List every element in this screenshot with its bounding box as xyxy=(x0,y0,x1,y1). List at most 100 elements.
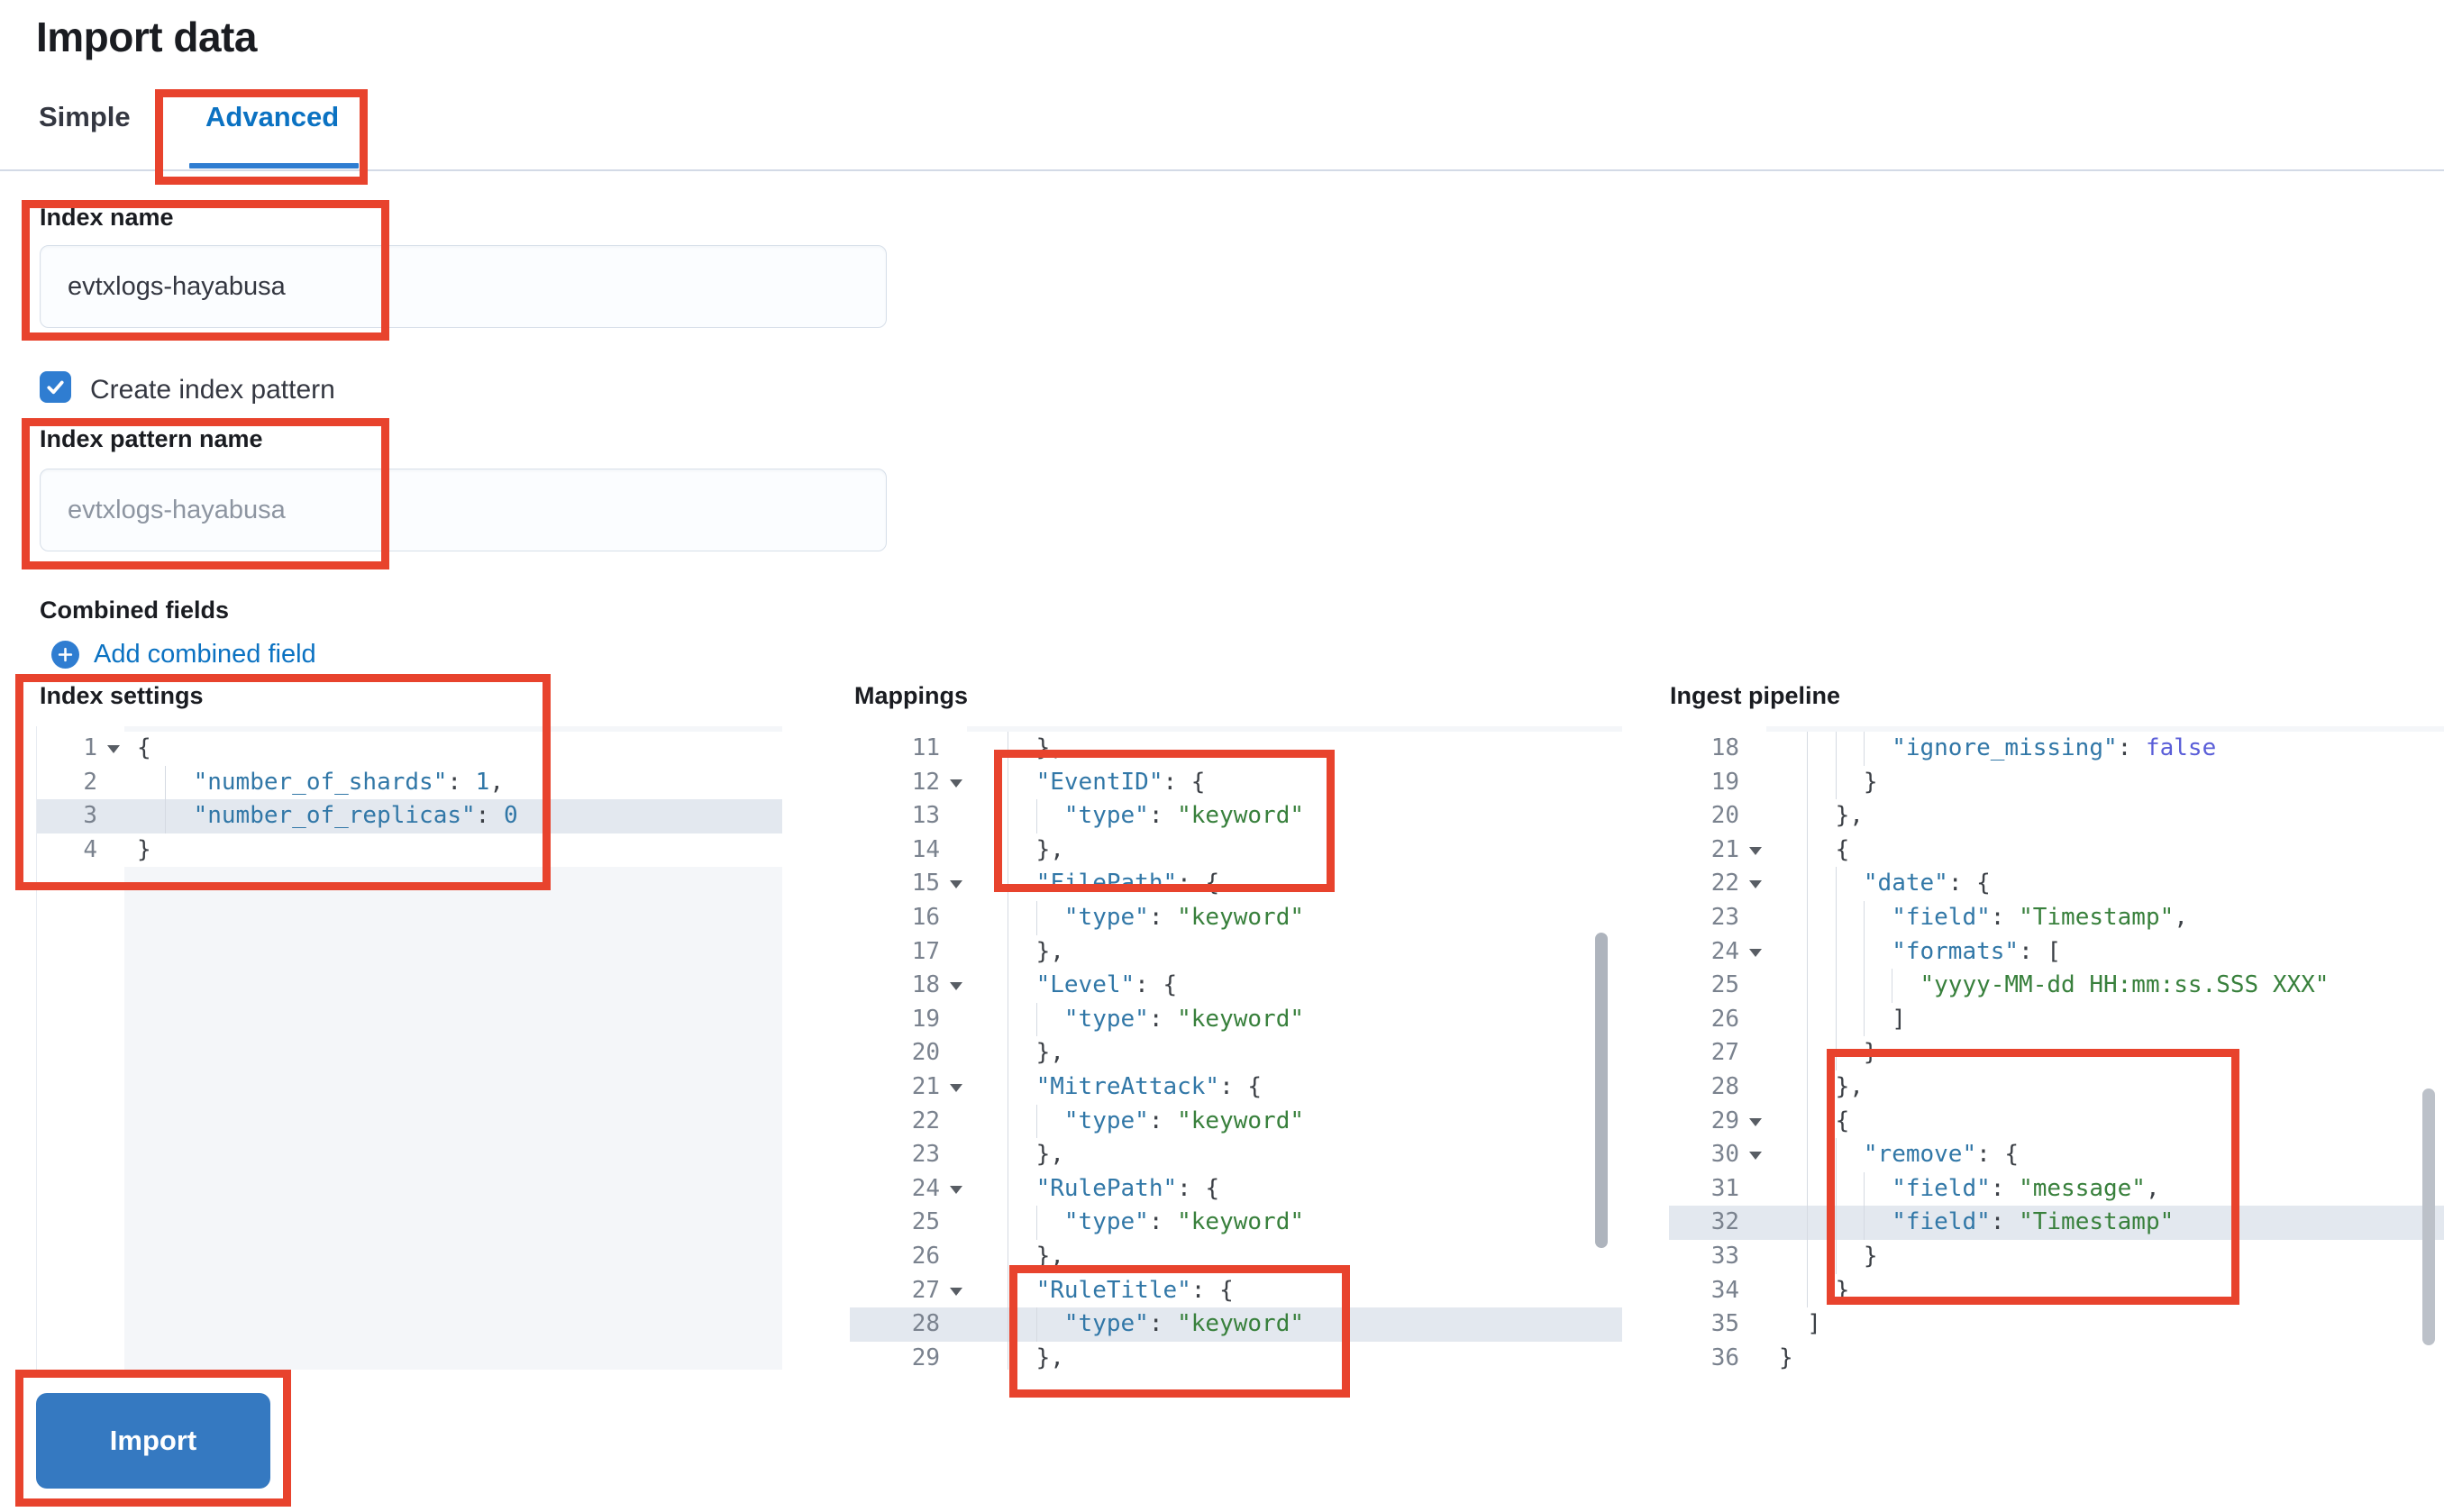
code-line[interactable]: 26 ] xyxy=(1669,1002,2444,1037)
code-line[interactable]: 11 }, xyxy=(850,732,1622,766)
indent-guide xyxy=(1008,1036,1036,1070)
code-token: "Level" xyxy=(1035,971,1135,999)
indent-guide xyxy=(1835,1036,1864,1070)
code-line[interactable]: 34 } xyxy=(1669,1273,2444,1308)
fold-arrow-icon[interactable] xyxy=(950,1287,962,1296)
code-line[interactable]: 23 }, xyxy=(850,1138,1622,1172)
indent-guide xyxy=(1779,833,1807,868)
indent-guide xyxy=(1835,1002,1864,1037)
code-line[interactable]: 1{ xyxy=(37,732,782,766)
fold-arrow-icon[interactable] xyxy=(950,982,962,991)
code-line[interactable]: 14 }, xyxy=(850,833,1622,868)
indent-guide xyxy=(980,1105,1008,1139)
import-button[interactable]: Import xyxy=(36,1393,270,1489)
code-token: } xyxy=(1835,1276,1850,1304)
fold-arrow-icon[interactable] xyxy=(950,1185,962,1194)
code-line[interactable]: 27 } xyxy=(1669,1036,2444,1070)
code-line[interactable]: 19 } xyxy=(1669,765,2444,800)
code-line[interactable]: 17 }, xyxy=(850,934,1622,970)
code-line[interactable]: 29 { xyxy=(1669,1104,2444,1139)
code-line[interactable]: 20 }, xyxy=(850,1036,1622,1070)
code-line[interactable]: 25 "yyyy-MM-dd HH:mm:ss.SSS XXX" xyxy=(1669,969,2444,1003)
line-number: 27 xyxy=(1710,1039,1739,1067)
code-line[interactable]: 36} xyxy=(1669,1341,2444,1370)
fold-arrow-icon[interactable] xyxy=(1749,948,1762,957)
code-line[interactable]: 29 }, xyxy=(850,1341,1622,1370)
code-line[interactable]: 4} xyxy=(37,833,782,868)
tabs-divider xyxy=(0,169,2444,171)
fold-arrow-icon[interactable] xyxy=(107,745,120,753)
code-line[interactable]: 3 "number_of_replicas": 0 xyxy=(37,799,782,833)
code-token: }, xyxy=(1035,1242,1064,1270)
indent-guide xyxy=(1863,1002,1892,1037)
code-token: : { xyxy=(1947,870,1991,897)
code-line[interactable]: 24 "formats": [ xyxy=(1669,934,2444,970)
code-line[interactable]: 23 "field": "Timestamp", xyxy=(1669,900,2444,935)
index-pattern-name-input[interactable] xyxy=(40,469,887,551)
ingest-pipeline-scrollbar[interactable] xyxy=(2422,1088,2435,1345)
code-line[interactable]: 16 "type": "keyword" xyxy=(850,900,1622,935)
code-token: 1 xyxy=(475,768,490,796)
code-token: "keyword" xyxy=(1177,1310,1305,1338)
code-token: : xyxy=(475,802,504,830)
code-line[interactable]: 24 "RulePath": { xyxy=(850,1171,1622,1207)
code-line[interactable]: 19 "type": "keyword" xyxy=(850,1002,1622,1037)
mappings-editor[interactable]: 11 },12 "EventID": {13 "type": "keyword"… xyxy=(850,726,1622,1370)
line-number: 21 xyxy=(1710,835,1739,863)
mappings-scrollbar[interactable] xyxy=(1595,933,1608,1248)
indent-guide xyxy=(1835,732,1864,766)
code-line[interactable]: 27 "RuleTitle": { xyxy=(850,1273,1622,1308)
line-number: 35 xyxy=(1710,1310,1739,1338)
code-line[interactable]: 33 } xyxy=(1669,1239,2444,1274)
create-index-pattern-checkbox[interactable] xyxy=(40,371,71,403)
fold-arrow-icon[interactable] xyxy=(1749,880,1762,889)
indent-guide xyxy=(1779,935,1807,970)
indent-guide xyxy=(1835,1206,1864,1240)
code-line[interactable]: 26 }, xyxy=(850,1239,1622,1274)
index-name-label: Index name xyxy=(40,204,174,231)
code-line[interactable]: 12 "EventID": { xyxy=(850,765,1622,800)
fold-arrow-icon[interactable] xyxy=(950,1083,962,1092)
tab-advanced[interactable]: Advanced xyxy=(205,101,340,132)
fold-arrow-icon[interactable] xyxy=(950,880,962,889)
add-combined-field-button[interactable]: Add combined field xyxy=(51,640,316,669)
code-line[interactable]: 30 "remove": { xyxy=(1669,1138,2444,1172)
indent-guide xyxy=(980,867,1008,901)
code-line[interactable]: 2 "number_of_shards": 1, xyxy=(37,765,782,800)
line-number: 28 xyxy=(911,1310,940,1338)
index-name-input[interactable] xyxy=(40,245,887,328)
indent-guide xyxy=(1863,1171,1892,1207)
code-line[interactable]: 21 "MitreAttack": { xyxy=(850,1070,1622,1105)
code-token: , xyxy=(2174,903,2188,931)
code-line[interactable]: 25 "type": "keyword" xyxy=(850,1206,1622,1240)
code-line[interactable]: 13 "type": "keyword" xyxy=(850,799,1622,833)
code-token: "ignore_missing" xyxy=(1892,734,2118,761)
line-number: 23 xyxy=(1710,903,1739,931)
code-line[interactable]: 18 "Level": { xyxy=(850,969,1622,1003)
code-line[interactable]: 20 }, xyxy=(1669,799,2444,833)
code-line[interactable]: 31 "field": "message", xyxy=(1669,1171,2444,1207)
code-token: { xyxy=(1835,835,1850,863)
code-token: "message" xyxy=(2019,1174,2146,1202)
indent-guide xyxy=(1008,1138,1036,1172)
code-line[interactable]: 32 "field": "Timestamp" xyxy=(1669,1206,2444,1240)
code-line[interactable]: 18 "ignore_missing": false xyxy=(1669,732,2444,766)
index-settings-editor[interactable]: 1{2 "number_of_shards": 1,3 "number_of_r… xyxy=(36,726,782,1370)
code-line[interactable]: 22 "date": { xyxy=(1669,867,2444,901)
code-line[interactable]: 15 "FilePath": { xyxy=(850,867,1622,901)
code-line[interactable]: 21 { xyxy=(1669,833,2444,868)
indent-guide xyxy=(1863,732,1892,766)
fold-arrow-icon[interactable] xyxy=(1749,1152,1762,1161)
code-line[interactable]: 28 }, xyxy=(1669,1070,2444,1105)
code-token: : xyxy=(1148,1005,1178,1033)
code-line[interactable]: 22 "type": "keyword" xyxy=(850,1104,1622,1139)
code-line[interactable]: 35 ] xyxy=(1669,1307,2444,1342)
indent-guide xyxy=(1008,799,1036,833)
fold-arrow-icon[interactable] xyxy=(950,779,962,788)
fold-arrow-icon[interactable] xyxy=(1749,846,1762,855)
code-line[interactable]: 28 "type": "keyword" xyxy=(850,1307,1622,1342)
line-number: 33 xyxy=(1710,1242,1739,1270)
tab-simple[interactable]: Simple xyxy=(39,101,131,132)
fold-arrow-icon[interactable] xyxy=(1749,1117,1762,1126)
